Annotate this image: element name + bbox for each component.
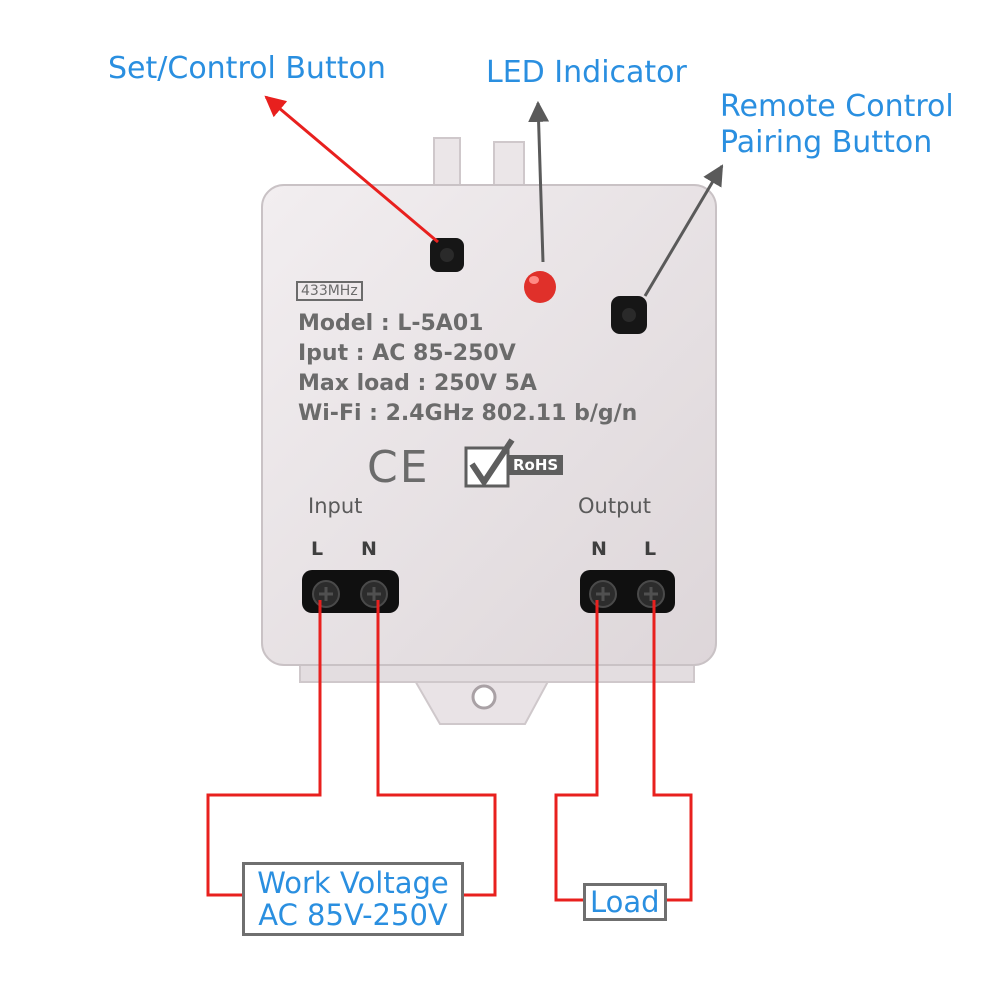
set-control-button-callout: Set/Control Button	[108, 51, 386, 86]
led-indicator	[524, 271, 556, 303]
input-wiring	[206, 600, 497, 897]
input-spec-label: Iput : AC 85-250V	[298, 341, 516, 366]
rohs-mark: RoHS	[508, 455, 564, 475]
output-terminal-l: L	[644, 538, 657, 560]
ce-mark-icon: CE	[367, 442, 430, 493]
set-button-cap-icon	[440, 248, 454, 262]
pairing-arrow	[643, 164, 724, 297]
set-button-arrow	[264, 95, 439, 244]
input-terminal-l: L	[311, 538, 324, 560]
model-label: Model : L-5A01	[298, 311, 484, 336]
frequency-badge: 433MHz	[296, 281, 363, 301]
wifi-label: Wi-Fi : 2.4GHz 802.11 b/g/n	[298, 401, 638, 426]
top-tab-left	[433, 137, 461, 191]
load-box: Load	[583, 883, 667, 921]
device-body	[261, 184, 717, 666]
work-voltage-line1: Work Voltage	[257, 866, 449, 900]
pairing-button-cap-icon	[622, 308, 636, 322]
mounting-hole	[471, 684, 497, 710]
input-terminal-n: N	[361, 538, 377, 560]
work-voltage-box: Work Voltage AC 85V-250V	[242, 862, 464, 936]
output-terminal-n: N	[591, 538, 607, 560]
output-terminal-label: Output	[578, 494, 651, 518]
rohs-checkmark-icon	[469, 438, 515, 485]
input-terminal-label: Input	[308, 494, 363, 518]
output-wiring	[554, 600, 693, 902]
pairing-button-callout-line1: Remote Control	[720, 89, 954, 124]
work-voltage-line2: AC 85V-250V	[258, 898, 448, 932]
led-highlight	[529, 276, 539, 284]
load-label: Load	[590, 885, 660, 919]
led-arrow	[528, 100, 550, 263]
top-tab-right	[493, 141, 525, 191]
pairing-button-callout-line2: Pairing Button	[720, 125, 933, 160]
max-load-label: Max load : 250V 5A	[298, 371, 537, 396]
led-indicator-callout: LED Indicator	[486, 55, 687, 90]
